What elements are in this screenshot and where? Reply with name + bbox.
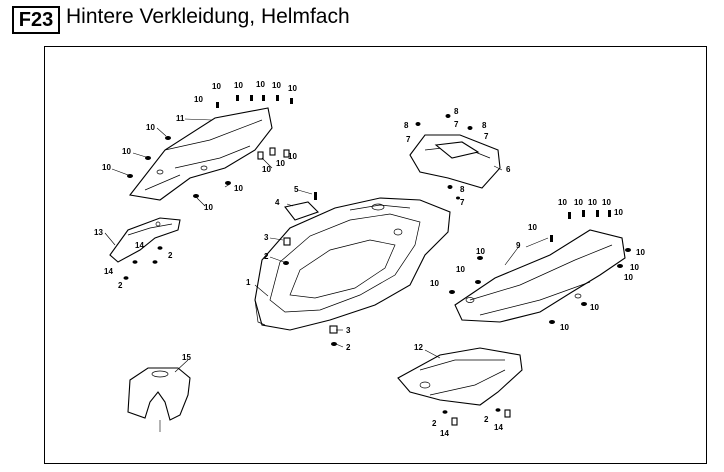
label-part-10: 10: [256, 80, 265, 89]
label-part-10: 10: [272, 81, 281, 90]
label-part-10: 10: [588, 198, 597, 207]
section-code: F23: [12, 6, 60, 34]
fasteners: [123, 95, 631, 426]
label-part-10: 10: [122, 147, 131, 156]
part-15-support-stand[interactable]: [127, 367, 191, 432]
label-part-6: 6: [506, 165, 511, 174]
part-9-rear-side-cover-right[interactable]: [454, 229, 626, 323]
label-part-13: 13: [94, 228, 103, 237]
label-part-10: 10: [574, 198, 583, 207]
label-part-10: 10: [262, 165, 271, 174]
label-part-10: 10: [194, 95, 203, 104]
label-part-14: 14: [135, 241, 144, 250]
label-part-1: 1: [246, 278, 251, 287]
label-part-10: 10: [528, 223, 537, 232]
label-part-10: 10: [288, 152, 297, 161]
label-part-7: 7: [484, 132, 489, 141]
label-part-10: 10: [560, 323, 569, 332]
label-part-8: 8: [460, 185, 465, 194]
label-part-10: 10: [234, 184, 243, 193]
part-11-rear-side-cover-left[interactable]: [128, 107, 273, 201]
label-part-2: 2: [432, 419, 437, 428]
label-part-10: 10: [602, 198, 611, 207]
label-part-2: 2: [346, 343, 351, 352]
label-part-10: 10: [456, 265, 465, 274]
part-12-lower-cover[interactable]: [397, 347, 523, 406]
label-part-5: 5: [294, 185, 299, 194]
label-part-14: 14: [104, 267, 113, 276]
label-part-2: 2: [484, 415, 489, 424]
diagram-frame: [44, 46, 707, 464]
label-part-10: 10: [234, 81, 243, 90]
label-part-10: 10: [558, 198, 567, 207]
label-part-10: 10: [212, 82, 221, 91]
label-part-11: 11: [176, 114, 185, 123]
label-part-10: 10: [146, 123, 155, 132]
part-6-rear-bracket[interactable]: [409, 134, 501, 189]
label-part-8: 8: [482, 121, 487, 130]
label-part-10: 10: [276, 159, 285, 168]
label-part-10: 10: [204, 203, 213, 212]
label-part-7: 7: [406, 135, 411, 144]
label-part-10: 10: [624, 273, 633, 282]
label-part-10: 10: [630, 263, 639, 272]
label-part-8: 8: [454, 107, 459, 116]
leader-lines: [104, 118, 549, 373]
label-part-15: 15: [182, 353, 191, 362]
label-part-10: 10: [590, 303, 599, 312]
label-part-10: 10: [476, 247, 485, 256]
label-part-3: 3: [346, 326, 351, 335]
part-4-cover-lid[interactable]: [284, 201, 320, 221]
label-part-14: 14: [440, 429, 449, 438]
label-part-2: 2: [264, 252, 269, 261]
part-13-bracket-left[interactable]: [109, 217, 181, 263]
label-part-8: 8: [404, 121, 409, 130]
label-part-10: 10: [636, 248, 645, 257]
label-part-9: 9: [516, 241, 521, 250]
label-part-10: 10: [102, 163, 111, 172]
part-labels: 1 2 3 4 5 6 7 8 9 10 11 12 13 14 15 10 1…: [94, 80, 645, 438]
label-part-12: 12: [414, 343, 423, 352]
label-part-7: 7: [460, 198, 465, 207]
label-part-10: 10: [430, 279, 439, 288]
part-1-helmet-compartment[interactable]: [254, 197, 451, 331]
label-part-10: 10: [614, 208, 623, 217]
label-part-2: 2: [168, 251, 173, 260]
label-part-10: 10: [288, 84, 297, 93]
page-title: Hintere Verkleidung, Helmfach: [66, 5, 350, 28]
label-part-2: 2: [118, 281, 123, 290]
page-header: F23 Hintere Verkleidung, Helmfach: [0, 0, 724, 40]
label-part-7: 7: [454, 120, 459, 129]
label-part-4: 4: [275, 198, 280, 207]
label-part-3: 3: [264, 233, 269, 242]
label-part-14: 14: [494, 423, 503, 432]
